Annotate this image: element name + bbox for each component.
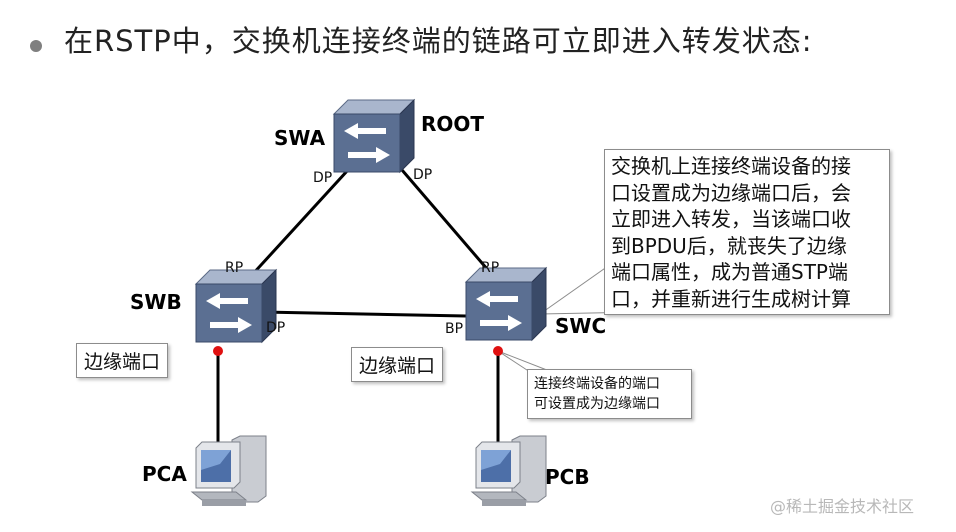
port-label: DP [266, 320, 286, 336]
pc-pca-icon [191, 435, 267, 507]
switch-swa-icon [333, 99, 415, 173]
port-label: BP [445, 321, 464, 337]
port-label: RP [225, 260, 244, 276]
switch-swa-label: SWA [274, 126, 326, 150]
port-label: RP [481, 260, 500, 276]
callout-pointer [497, 350, 553, 373]
edge-port-dot [493, 346, 503, 356]
link-swa-swb [238, 168, 350, 290]
edge-port-dot [213, 346, 223, 356]
switch-swb-label: SWB [130, 290, 182, 314]
links [216, 168, 502, 448]
pc-pca-label: PCA [142, 462, 187, 486]
callout-edge-port-right: 边缘端口 [351, 347, 444, 382]
callout-edge-port-left: 边缘端口 [76, 343, 169, 378]
callout-edge-port-description: 交换机上连接终端设备的接 口设置成为边缘端口后，会 立即进入转发，当该端口收 到… [604, 149, 890, 315]
callout-pointer [497, 350, 531, 373]
switch-swc-label: SWC [555, 314, 607, 338]
switch-swc-icon [465, 267, 547, 341]
switch-swb-icon [195, 269, 277, 343]
page-title: 在RSTP中，交换机连接终端的链路可立即进入转发状态: [64, 24, 813, 58]
bullet-dot [30, 40, 42, 52]
watermark: @稀土掘金技术社区 [770, 497, 915, 516]
port-label: DP [313, 170, 333, 186]
pc-pcb-icon [471, 435, 547, 507]
root-label: ROOT [421, 112, 485, 136]
link-swb-swc [261, 310, 467, 318]
callout-edge-port-note: 连接终端设备的端口 可设置成为边缘端口 [527, 369, 692, 419]
pc-pcb-label: PCB [545, 465, 590, 489]
port-label: DP [413, 167, 433, 183]
link-swa-swc [400, 169, 502, 285]
